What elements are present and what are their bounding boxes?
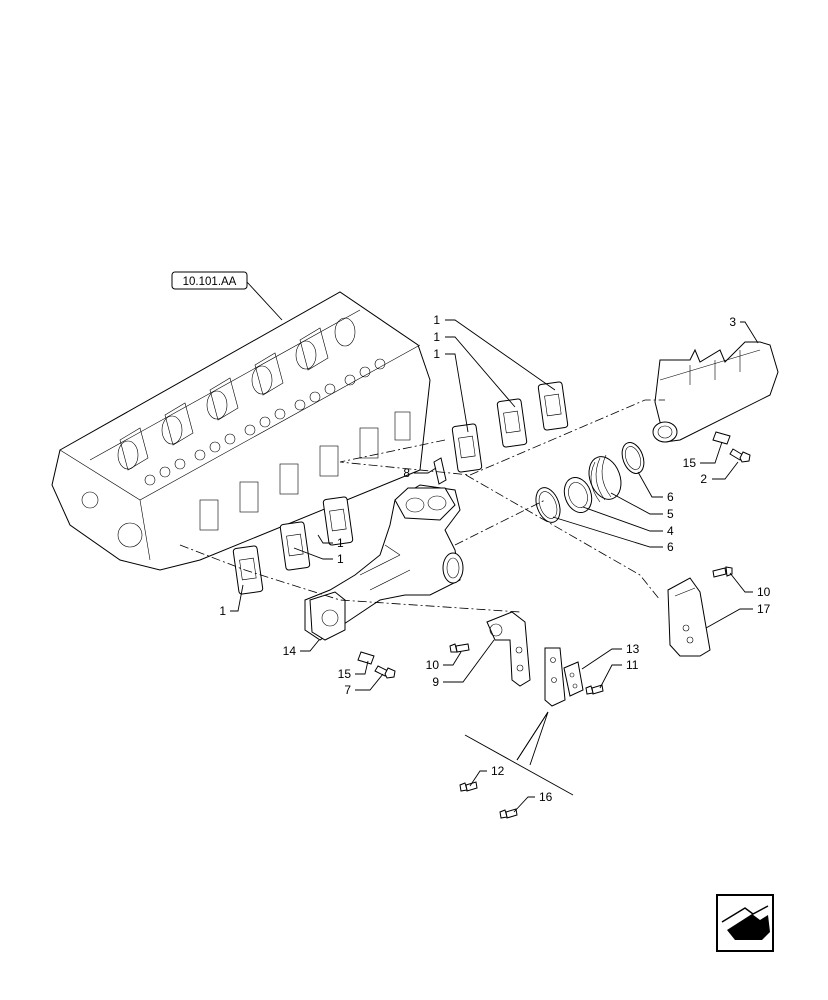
callout-17: 17 <box>757 602 771 616</box>
callout-4: 4 <box>667 524 674 538</box>
alignment-lines <box>179 399 665 613</box>
callout-6a: 6 <box>667 490 674 504</box>
callout-1c: 1 <box>433 347 440 361</box>
bolt-10-lower <box>449 643 470 653</box>
callout-1f: 1 <box>337 552 344 566</box>
callout-2: 2 <box>700 472 707 486</box>
exhaust-manifold-front <box>304 484 464 641</box>
stud-8 <box>433 457 447 485</box>
bolt-12 <box>459 781 478 792</box>
bracket-9 <box>486 611 531 687</box>
reference-box[interactable]: 10.101.AA <box>171 271 248 290</box>
clamp-6-upper <box>621 442 645 474</box>
callout-10a: 10 <box>426 658 440 672</box>
bolt-7 <box>374 665 396 679</box>
callout-10b: 10 <box>757 585 771 599</box>
group-bracket-lines <box>464 711 574 796</box>
sleeve-4 <box>563 477 593 513</box>
bellows-5 <box>588 454 622 503</box>
callout-16: 16 <box>539 790 553 804</box>
pin-15-upper <box>712 431 731 445</box>
pin-15-lower <box>357 651 375 665</box>
bolt-10-upper <box>712 566 733 578</box>
bolt-11 <box>585 684 604 695</box>
callout-6b: 6 <box>667 540 674 554</box>
bolt-2 <box>729 448 751 463</box>
exhaust-manifold-rear <box>652 341 779 443</box>
previous-page-arrow-icon[interactable] <box>716 894 774 952</box>
bolt-16 <box>499 808 518 819</box>
callout-3: 3 <box>729 315 736 329</box>
heat-shield-17 <box>667 577 711 657</box>
leader-lines <box>230 319 759 813</box>
callout-11: 11 <box>626 658 639 672</box>
callout-14: 14 <box>283 644 297 658</box>
callout-1e: 1 <box>337 536 344 550</box>
callout-13: 13 <box>626 642 640 656</box>
callout-5: 5 <box>667 507 674 521</box>
bracket-13 <box>544 647 584 707</box>
clamp-6-lower <box>535 487 561 523</box>
callout-labels: 1 1 1 1 1 1 2 3 4 5 6 6 7 8 9 10 10 11 1… <box>219 313 770 804</box>
callout-9: 9 <box>432 675 439 689</box>
exhaust-gasket-group-upper <box>451 381 569 473</box>
callout-1d: 1 <box>219 604 226 618</box>
exhaust-gasket-group-lower <box>232 496 354 595</box>
callout-12: 12 <box>491 764 505 778</box>
reference-label: 10.101.AA <box>183 276 237 288</box>
callout-7: 7 <box>344 683 351 697</box>
callout-8: 8 <box>403 466 410 480</box>
callout-15a: 15 <box>338 667 352 681</box>
callout-1b: 1 <box>433 330 440 344</box>
callout-1a: 1 <box>433 313 440 327</box>
callout-15b: 15 <box>683 456 697 470</box>
cylinder-head <box>51 291 431 571</box>
